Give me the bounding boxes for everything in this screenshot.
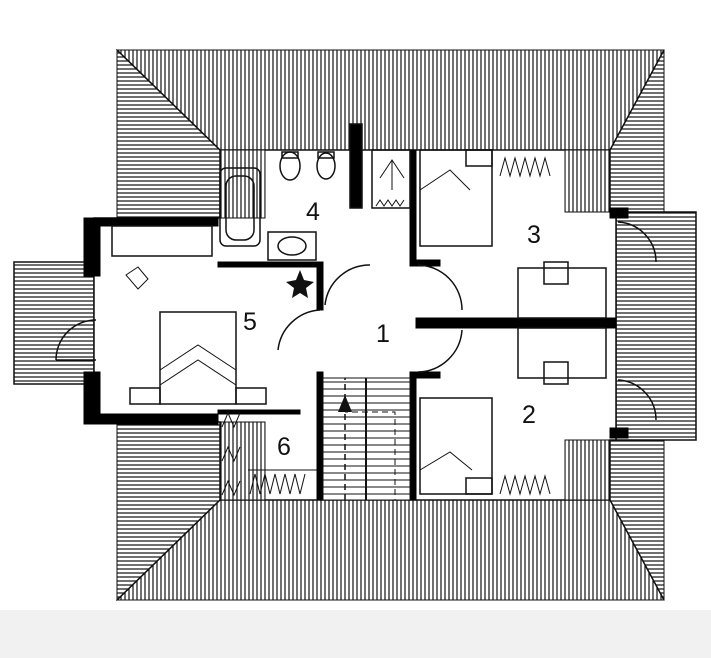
bedroom-5-furniture bbox=[111, 225, 314, 405]
room-label-2: 2 bbox=[522, 401, 536, 429]
desk-3 bbox=[517, 267, 607, 319]
wall-left-upper bbox=[83, 217, 101, 277]
stair-arrow bbox=[338, 395, 352, 412]
bathtub bbox=[219, 167, 261, 247]
room-labels: 1 2 3 4 5 6 bbox=[243, 198, 541, 461]
bathroom-fixtures bbox=[219, 123, 411, 261]
chair-3 bbox=[543, 261, 569, 285]
star-plant-icon bbox=[286, 270, 314, 298]
balcony-right bbox=[615, 211, 697, 441]
room-3-furniture bbox=[419, 149, 607, 319]
room-label-5: 5 bbox=[243, 308, 257, 336]
washbasin bbox=[267, 231, 317, 261]
knee-wall-hatch bbox=[219, 149, 611, 501]
room-label-6: 6 bbox=[277, 433, 291, 461]
single-bed-2 bbox=[419, 397, 493, 495]
door-swing-room-5 bbox=[277, 309, 321, 351]
wardrobe-5 bbox=[111, 225, 213, 257]
wall-right-lower bbox=[609, 427, 629, 439]
closet-6-fixtures bbox=[221, 411, 317, 497]
single-bed-3 bbox=[419, 149, 493, 247]
walls bbox=[83, 149, 629, 501]
door-swing-room-3 bbox=[417, 264, 463, 311]
desk-2 bbox=[517, 327, 607, 379]
room-label-3: 3 bbox=[527, 221, 541, 249]
door-swing-balcony-right-top bbox=[617, 221, 657, 263]
door-swing-balcony-left bbox=[55, 319, 97, 361]
wall-right-upper bbox=[609, 207, 629, 219]
room-label-1: 1 bbox=[376, 320, 390, 348]
chair-2 bbox=[543, 361, 569, 385]
wall-left-lower bbox=[83, 371, 101, 425]
door-swing-balcony-right-bottom bbox=[617, 379, 657, 421]
footer-band bbox=[0, 610, 711, 658]
room-label-4: 4 bbox=[306, 198, 320, 226]
room-2-furniture bbox=[419, 327, 607, 496]
staircase bbox=[322, 377, 411, 515]
bidet bbox=[316, 152, 336, 180]
door-swings bbox=[55, 221, 657, 421]
door-swing-room-2 bbox=[417, 329, 463, 373]
plant-icon bbox=[125, 266, 149, 290]
door-swing-room-4 bbox=[324, 264, 371, 306]
double-bed bbox=[159, 311, 237, 405]
